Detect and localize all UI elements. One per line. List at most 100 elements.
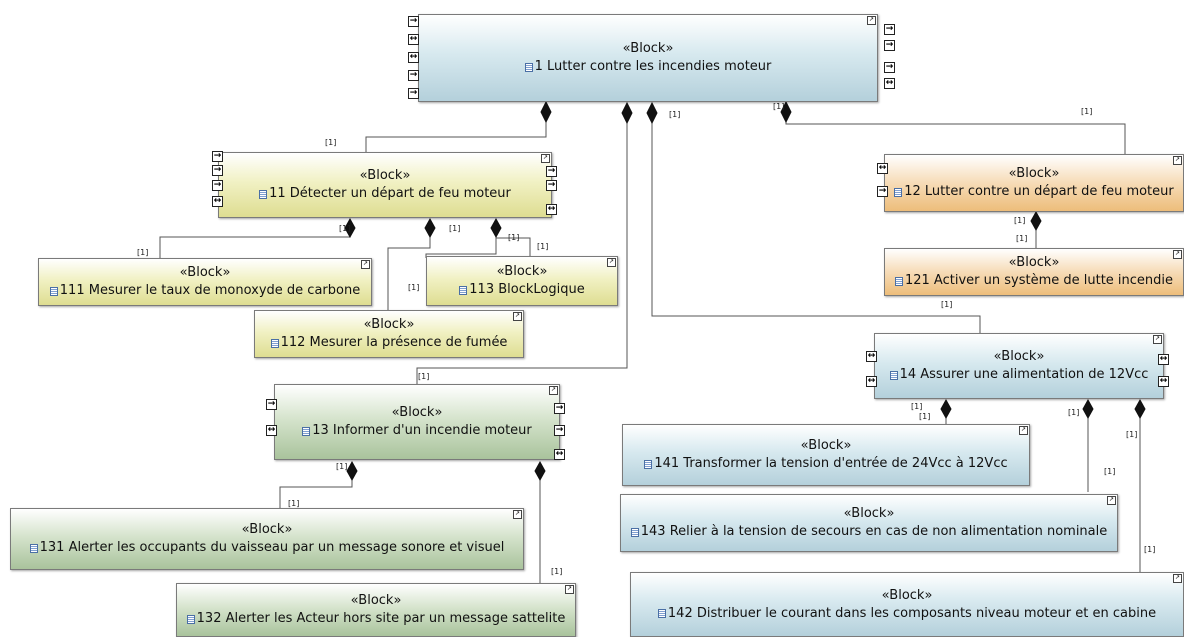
expand-icon[interactable]: ↗ — [549, 386, 558, 395]
block-11[interactable]: ↗ «Block» 11 Détecter un départ de feu m… — [218, 152, 552, 218]
port-in-icon[interactable]: → — [212, 180, 223, 191]
block-stereotype: «Block» — [993, 349, 1045, 364]
block-142[interactable]: ↗ «Block» 142 Distribuer le courant dans… — [630, 572, 1184, 637]
expand-icon[interactable]: ↗ — [1173, 250, 1182, 259]
block-stereotype: «Block» — [241, 522, 293, 537]
block-stereotype: «Block» — [1008, 255, 1060, 270]
composition-diamond — [940, 398, 952, 420]
multiplicity-label: [1] — [1144, 545, 1156, 554]
document-icon — [186, 614, 195, 624]
connector-1-12 — [785, 112, 1126, 154]
port-in-icon[interactable]: → — [408, 16, 419, 27]
block-113[interactable]: ↗ «Block» 113 BlockLogique — [426, 256, 618, 306]
expand-icon[interactable]: ↗ — [1019, 426, 1028, 435]
block-111[interactable]: ↗ «Block» 111 Mesurer le taux de monoxyd… — [38, 258, 372, 306]
expand-icon[interactable]: ↗ — [607, 258, 616, 267]
document-icon — [657, 609, 666, 618]
block-name: 1 Lutter contre les incendies moteur — [524, 58, 771, 76]
port-in-icon[interactable]: → — [212, 151, 223, 162]
block-stereotype: «Block» — [350, 593, 402, 608]
port-out-icon[interactable]: → — [884, 62, 895, 73]
expand-icon[interactable]: ↗ — [1153, 335, 1162, 344]
connector-11-112 — [387, 235, 431, 310]
composition-diamond — [490, 217, 502, 239]
port-inout-icon[interactable]: ↔ — [1158, 354, 1169, 365]
connector-1-14 — [651, 113, 981, 333]
document-icon — [49, 286, 58, 296]
expand-icon[interactable]: ↗ — [867, 16, 876, 25]
block-stereotype: «Block» — [881, 587, 933, 603]
document-icon — [302, 426, 311, 436]
document-icon — [894, 276, 903, 286]
port-inout-icon[interactable]: ↔ — [546, 204, 557, 215]
port-inout-icon[interactable]: ↔ — [408, 52, 419, 63]
composition-diamond — [780, 100, 792, 124]
port-inout-icon[interactable]: ↔ — [266, 425, 277, 436]
port-out-icon[interactable]: → — [546, 166, 557, 177]
block-121[interactable]: ↗ «Block» 121 Activer un système de lutt… — [884, 248, 1184, 296]
expand-icon[interactable]: ↗ — [565, 585, 574, 594]
multiplicity-label: [1] — [669, 110, 681, 119]
block-12[interactable]: ↗ «Block» 12 Lutter contre un départ de … — [884, 154, 1184, 212]
composition-diamond — [540, 100, 552, 124]
block-stereotype: «Block» — [359, 168, 411, 183]
connector-13-131 — [279, 477, 353, 508]
expand-icon[interactable]: ↗ — [1173, 156, 1182, 165]
port-inout-icon[interactable]: ↔ — [212, 196, 223, 207]
block-stereotype: «Block» — [391, 405, 443, 420]
multiplicity-label: [1] — [1081, 107, 1093, 116]
connector-1-11 — [365, 112, 547, 155]
document-icon — [894, 187, 903, 197]
port-inout-icon[interactable]: ↔ — [866, 351, 877, 362]
multiplicity-label: [1] — [1068, 408, 1080, 417]
block-131[interactable]: ↗ «Block» 131 Alerter les occupants du v… — [10, 508, 524, 570]
port-in-icon[interactable]: → — [212, 165, 223, 176]
multiplicity-label: [1] — [1014, 216, 1026, 225]
expand-icon[interactable]: ↗ — [361, 260, 370, 269]
block-name: 143 Relier à la tension de secours en ca… — [630, 523, 1107, 541]
port-inout-icon[interactable]: ↔ — [866, 376, 877, 387]
port-inout-icon[interactable]: ↔ — [877, 163, 888, 174]
multiplicity-label: [1] — [325, 138, 337, 147]
port-in-icon[interactable]: → — [408, 88, 419, 99]
port-out-icon[interactable]: → — [554, 425, 565, 436]
port-inout-icon[interactable]: ↔ — [408, 34, 419, 45]
port-inout-icon[interactable]: ↔ — [884, 78, 895, 89]
composition-diamond — [621, 101, 633, 125]
port-inout-icon[interactable]: ↔ — [554, 449, 565, 460]
port-out-icon[interactable]: → — [884, 40, 895, 51]
document-icon — [29, 543, 38, 553]
port-in-icon[interactable]: → — [877, 186, 888, 197]
expand-icon[interactable]: ↗ — [1107, 496, 1116, 505]
expand-icon[interactable]: ↗ — [1173, 574, 1182, 583]
block-name: 111 Mesurer le taux de monoxyde de carbo… — [49, 282, 360, 300]
expand-icon[interactable]: ↗ — [513, 510, 522, 519]
expand-icon[interactable]: ↗ — [513, 312, 522, 321]
document-icon — [630, 527, 639, 537]
port-out-icon[interactable]: → — [884, 24, 895, 35]
port-in-icon[interactable]: → — [266, 399, 277, 410]
port-inout-icon[interactable]: ↔ — [1158, 376, 1169, 387]
port-out-icon[interactable]: → — [546, 180, 557, 191]
connector-11-111 — [159, 235, 351, 258]
block-112[interactable]: ↗ «Block» 112 Mesurer la présence de fum… — [254, 310, 524, 358]
composition-diamond — [344, 217, 356, 239]
multiplicity-label: [1] — [919, 412, 931, 421]
block-name: 12 Lutter contre un départ de feu moteur — [894, 183, 1174, 201]
expand-icon[interactable]: ↗ — [541, 154, 550, 163]
block-132[interactable]: ↗ «Block» 132 Alerter les Acteur hors si… — [176, 583, 576, 637]
document-icon — [889, 370, 898, 380]
multiplicity-label: [1] — [408, 283, 420, 292]
multiplicity-label: [1] — [773, 102, 785, 111]
block-141[interactable]: ↗ «Block» 141 Transformer la tension d'e… — [622, 424, 1030, 486]
composition-diamond — [646, 101, 658, 125]
multiplicity-label: [1] — [537, 242, 549, 251]
port-out-icon[interactable]: → — [554, 403, 565, 414]
block-14[interactable]: ↗ «Block» 14 Assurer une alimentation de… — [874, 333, 1164, 399]
block-1[interactable]: ↗ «Block» 1 Lutter contre les incendies … — [418, 14, 878, 102]
block-143[interactable]: ↗ «Block» 143 Relier à la tension de sec… — [620, 494, 1118, 552]
block-13[interactable]: ↗ «Block» 13 Informer d'un incendie mote… — [274, 384, 560, 460]
composition-diamond — [1134, 398, 1146, 420]
block-name: 13 Informer d'un incendie moteur — [302, 422, 532, 440]
port-in-icon[interactable]: → — [408, 70, 419, 81]
